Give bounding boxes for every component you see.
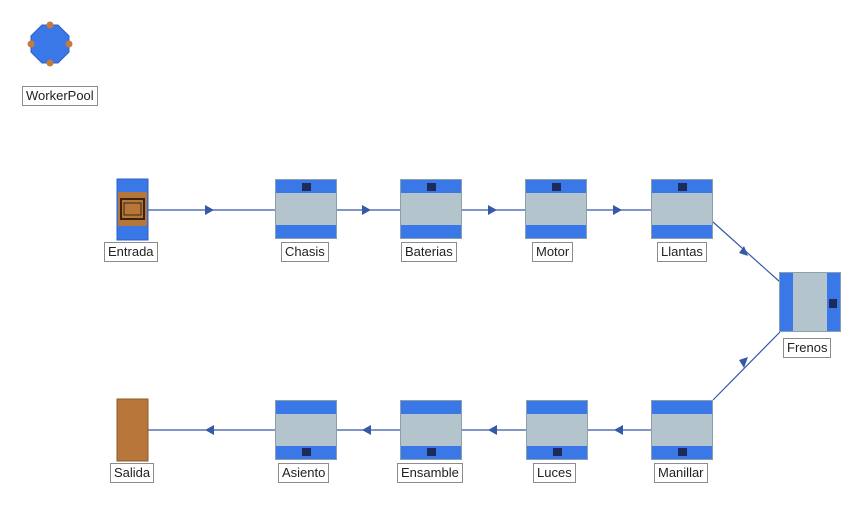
node-label-llantas: Llantas [657, 242, 707, 262]
node-label-ensamble: Ensamble [397, 463, 463, 483]
node-label-baterias: Baterias [401, 242, 457, 262]
resource-icon [427, 183, 436, 191]
queue-bar [276, 225, 336, 238]
queue-bar [780, 273, 793, 331]
node-label-salida: Salida [110, 463, 155, 483]
resource-icon [552, 183, 561, 191]
resource-icon [553, 448, 562, 456]
arrow-icon [739, 357, 748, 368]
server-asiento[interactable] [275, 400, 337, 460]
resource-icon [427, 448, 436, 456]
resource-icon [678, 448, 687, 456]
node-label-asiento: Asiento [278, 463, 330, 483]
sink-icon[interactable] [116, 398, 149, 462]
server-frenos[interactable] [779, 272, 841, 332]
node-label-entrada: Entrada [104, 242, 158, 262]
arrow-icon [614, 425, 623, 435]
server-luces[interactable] [526, 400, 588, 460]
resource-icon [829, 299, 837, 308]
source-icon[interactable] [116, 178, 149, 241]
arrow-icon [362, 425, 371, 435]
queue-bar [526, 225, 586, 238]
queue-bar [276, 401, 336, 414]
queue-bar [527, 401, 587, 414]
server-ensamble[interactable] [400, 400, 462, 460]
server-chasis[interactable] [275, 179, 337, 239]
server-llantas[interactable] [651, 179, 713, 239]
resource-icon [678, 183, 687, 191]
server-manillar[interactable] [651, 400, 713, 460]
queue-bar [652, 401, 712, 414]
arrow-icon [205, 425, 214, 435]
arrow-icon [205, 205, 214, 215]
arrow-icon [739, 246, 748, 256]
node-label-motor: Motor [532, 242, 574, 262]
resource-icon [302, 183, 311, 191]
queue-bar [401, 401, 461, 414]
queue-bar [652, 225, 712, 238]
arrow-icon [362, 205, 371, 215]
connector-llantas-frenos[interactable] [712, 221, 781, 283]
arrow-icon [613, 205, 622, 215]
connector-frenos-manillar[interactable] [712, 331, 781, 401]
server-motor[interactable] [525, 179, 587, 239]
workerpool-icon[interactable] [27, 21, 73, 67]
node-label-frenos: Frenos [783, 338, 832, 358]
node-label-manillar: Manillar [654, 463, 708, 483]
node-label-luces: Luces [533, 463, 576, 483]
arrow-icon [488, 425, 497, 435]
node-label-chasis: Chasis [281, 242, 329, 262]
resource-icon [302, 448, 311, 456]
arrow-icon [488, 205, 497, 215]
queue-bar [401, 225, 461, 238]
server-baterias[interactable] [400, 179, 462, 239]
workerpool-label: WorkerPool [22, 86, 98, 106]
